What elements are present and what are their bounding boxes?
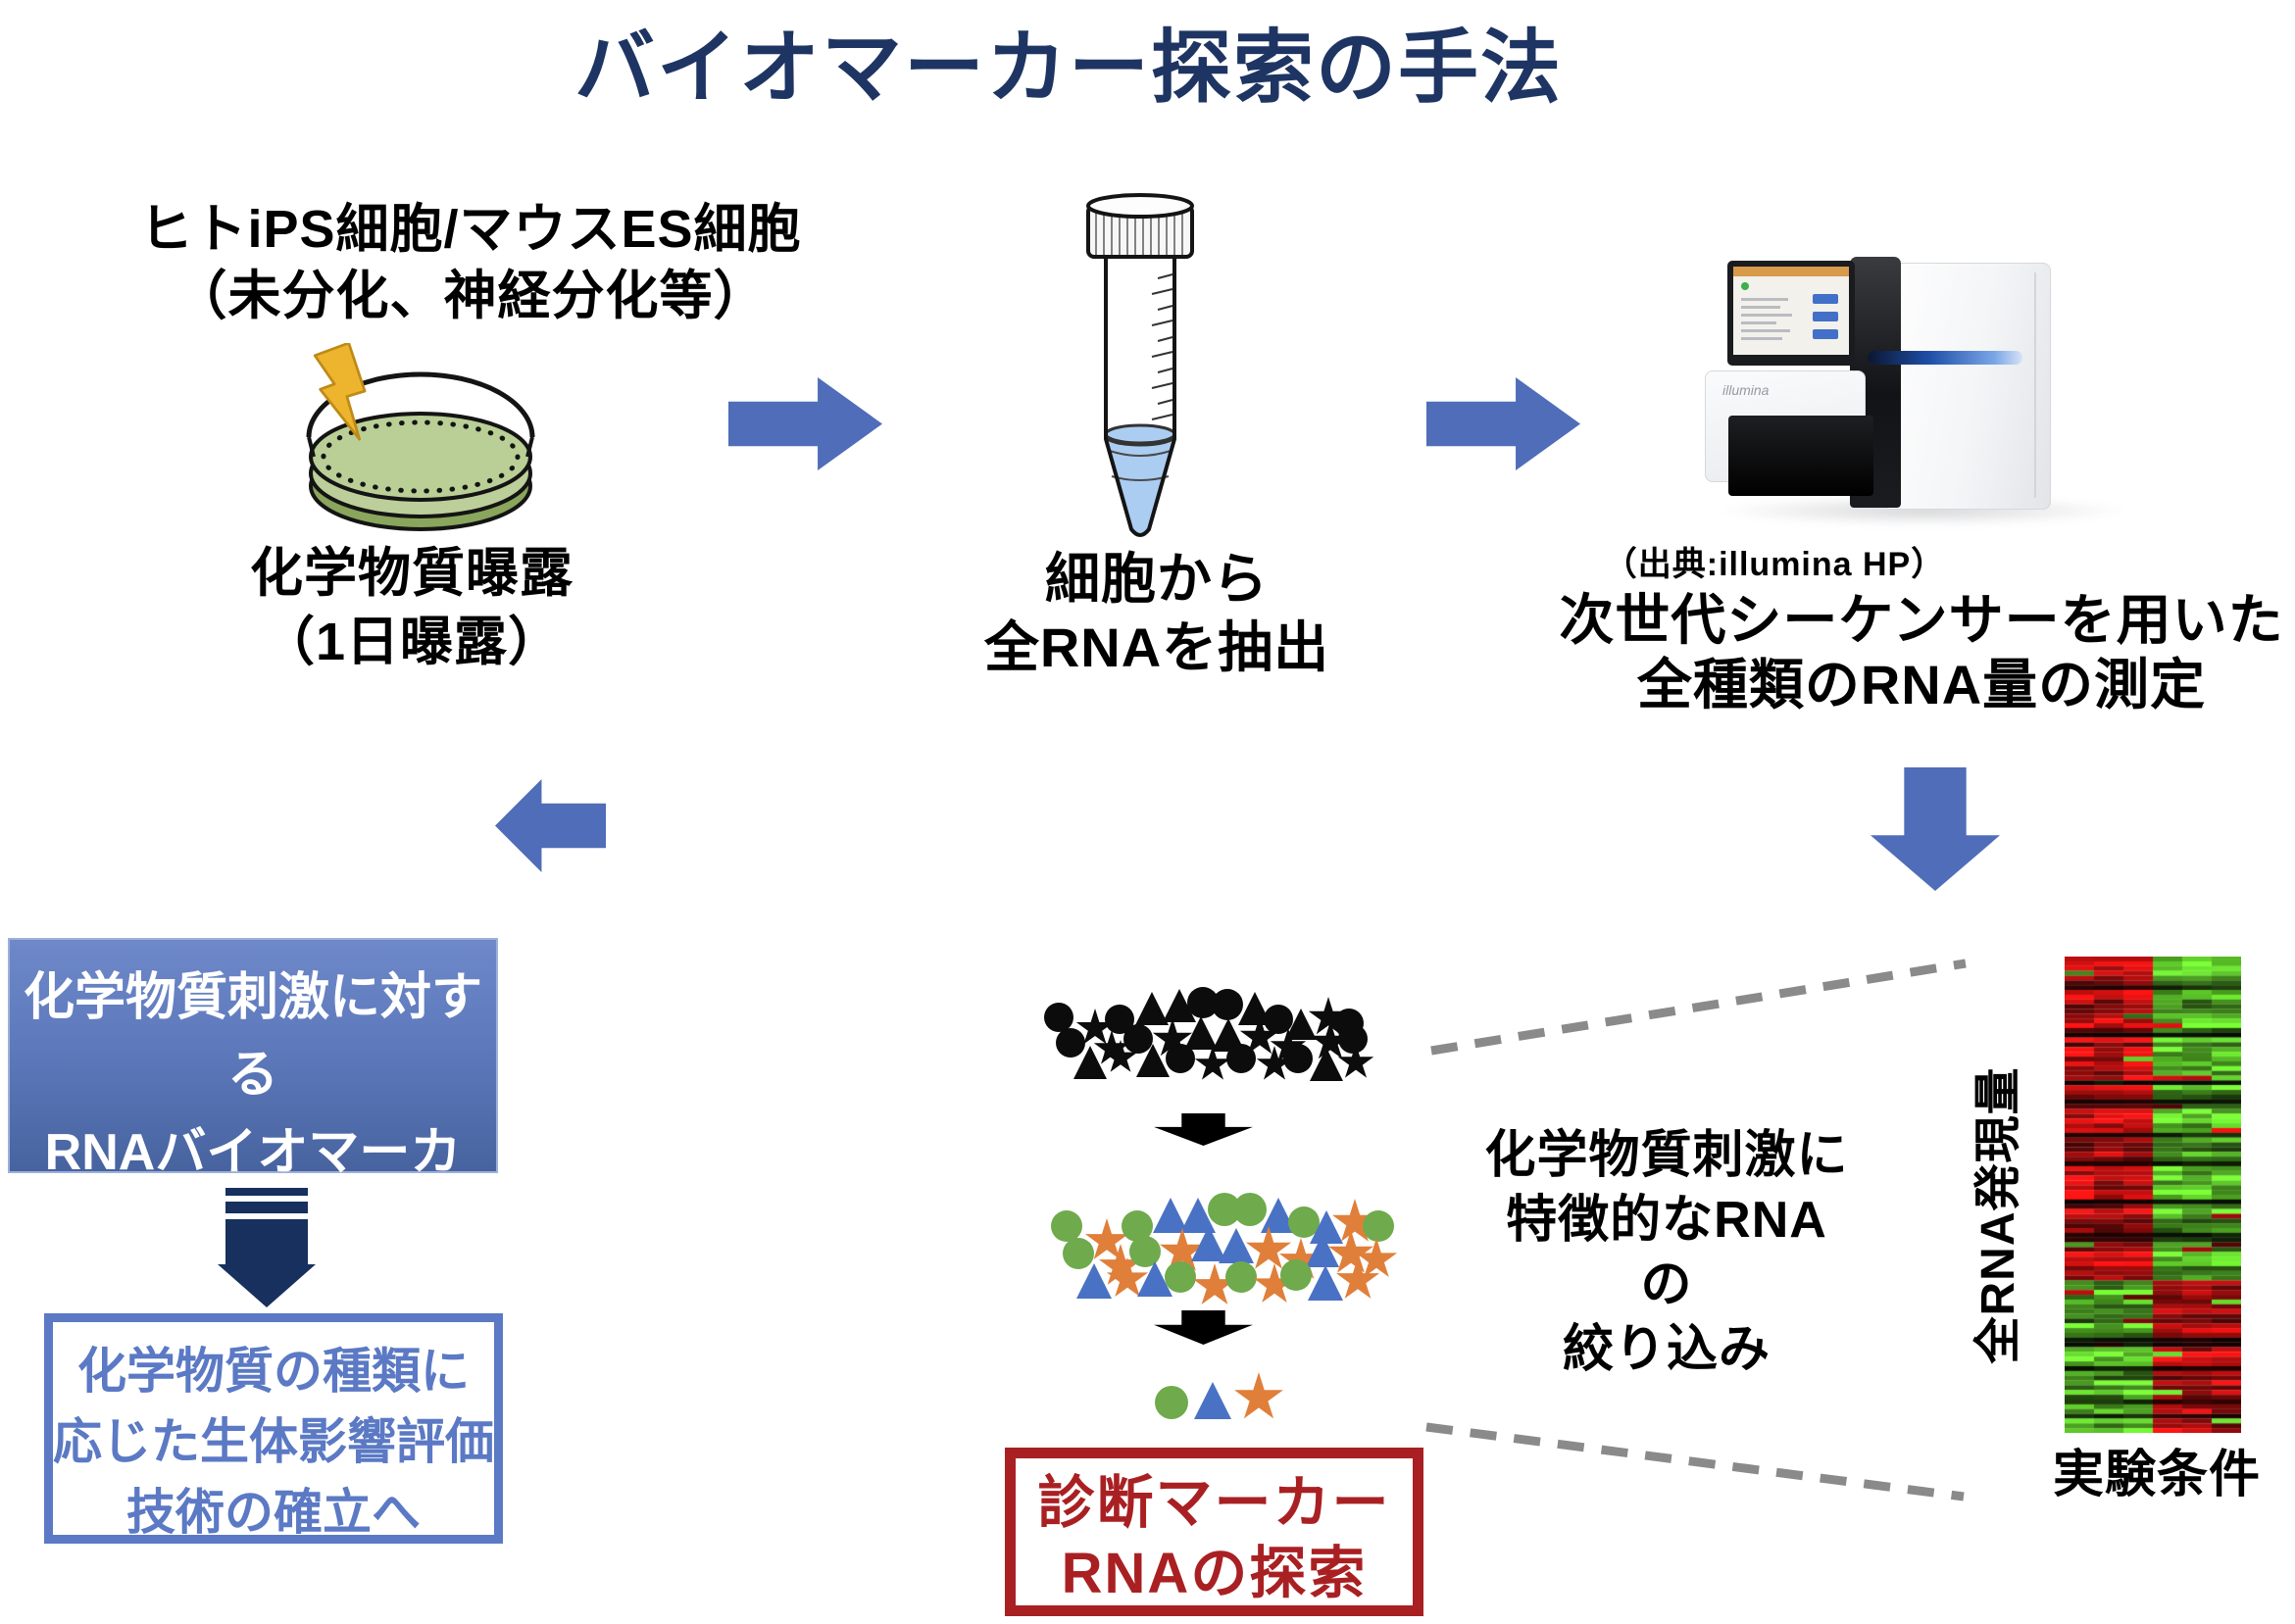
- green-circle-shape: [1165, 1261, 1196, 1293]
- flow-arrow-right-2: [1426, 377, 1580, 470]
- striped-arrow-bar2: [225, 1202, 308, 1213]
- petri-dish-illustration: [306, 371, 535, 531]
- sequencer-blue-bar: [1868, 351, 2022, 365]
- sequencer-illustration: illumina: [1703, 204, 2154, 537]
- sequencer-cabinet-seam: [2034, 272, 2036, 498]
- green-circle-shape: [1155, 1386, 1188, 1419]
- sequencer-screen-status-dot: [1741, 282, 1749, 290]
- black-circle-shape: [1044, 1003, 1073, 1032]
- green-circle-shape: [1363, 1210, 1394, 1242]
- black-circle-shape: [1226, 1044, 1256, 1073]
- striped-arrow-down: [218, 1188, 316, 1307]
- filtering-line2: 特徴的なRNA: [1506, 1192, 1827, 1249]
- green-circle-shape: [1051, 1210, 1082, 1242]
- screen-text-line: [1741, 314, 1792, 317]
- goal-line3: 技術の確立へ: [126, 1485, 421, 1540]
- screen-button: [1813, 294, 1838, 304]
- sequencer-screen: [1733, 267, 1849, 355]
- cells-label-line1: ヒトiPS細胞/マウスES細胞: [139, 200, 802, 259]
- screen-text-line: [1741, 306, 1780, 309]
- sequencer-cabinet: [1882, 263, 2051, 510]
- sequencer-screen-titlebar: [1733, 267, 1849, 276]
- goal-box: 化学物質の種類に 応じた生体影響評価 技術の確立へ: [44, 1313, 503, 1544]
- sequencer-credit: （出典:illumina HP）: [1603, 546, 1946, 583]
- chemical-exposure-line2: （1日曝露）: [261, 613, 563, 671]
- filtering-line4: 絞り込み: [1562, 1321, 1771, 1378]
- green-circle-shape: [1280, 1259, 1312, 1291]
- orange-star-shape: [1234, 1372, 1283, 1419]
- diagnostic-marker-line2: RNAの探索: [1061, 1542, 1368, 1605]
- page-title: バイオマーカー探索の手法: [574, 24, 1563, 113]
- sequencer-caption-line1: 次世代シーケンサーを用いた: [1559, 589, 2284, 651]
- rna-cluster-characteristic: [1039, 1189, 1398, 1304]
- goal-line1: 化学物質の種類に: [77, 1344, 470, 1399]
- lightning-bolt-icon: [313, 343, 367, 441]
- rna-extract-line1: 細胞から: [1045, 548, 1269, 610]
- rna-cluster-markers: [1149, 1370, 1286, 1425]
- black-circle-shape: [1212, 989, 1243, 1020]
- green-circle-shape: [1225, 1261, 1257, 1293]
- diagnostic-marker-box: 診断マーカー RNAの探索: [1005, 1448, 1423, 1616]
- screen-text-line: [1741, 337, 1782, 340]
- sequencer-brand-label: illumina: [1722, 382, 1770, 398]
- filter-arrow-down-1: [1154, 1113, 1253, 1146]
- centrifuge-tube-illustration: [1086, 193, 1194, 537]
- cells-label: ヒトiPS細胞/マウスES細胞 （未分化、神経分化等）: [88, 196, 853, 329]
- black-circle-shape: [1283, 1044, 1313, 1073]
- striped-arrow-shaft: [225, 1219, 308, 1264]
- flow-arrow-down: [1871, 767, 2000, 891]
- diagnostic-marker-line1: 診断マーカー: [1037, 1471, 1391, 1535]
- heatmap-x-axis-label: 実験条件: [2052, 1447, 2261, 1503]
- green-circle-shape: [1288, 1206, 1320, 1238]
- rna-cluster-all: [1034, 983, 1374, 1081]
- rna-extract-caption: 細胞から 全RNAを抽出: [912, 545, 1402, 682]
- screen-button: [1813, 329, 1838, 339]
- heatmap-y-axis-label: 全RNA発現量: [1972, 1066, 2024, 1364]
- rna-expression-heatmap: [2065, 957, 2241, 1433]
- sequencer-drawer: [1728, 416, 1873, 496]
- filter-arrow-down-2: [1154, 1310, 1253, 1345]
- sequencer-caption-line2: 全種類のRNA量の測定: [1636, 654, 2207, 715]
- rna-biomarker-database-box: 化学物質刺激に対する RNAバイオマーカー・ データーベース: [8, 938, 498, 1336]
- blue-triangle-shape: [1194, 1382, 1231, 1419]
- screen-text-line: [1741, 298, 1788, 301]
- black-circle-shape: [1056, 1028, 1085, 1058]
- rna-extract-line2: 全RNAを抽出: [983, 616, 1330, 678]
- blue-triangle-shape: [1219, 1228, 1254, 1263]
- green-circle-shape: [1063, 1238, 1094, 1269]
- screen-text-line: [1741, 321, 1776, 324]
- black-circle-shape: [1338, 1024, 1368, 1054]
- flow-arrow-right-1: [728, 377, 882, 470]
- chemical-exposure-caption: 化学物質曝露 （1日曝露）: [176, 539, 647, 676]
- cells-label-line2: （未分化、神経分化等）: [174, 267, 768, 325]
- blue-triangle-shape: [1153, 1198, 1188, 1233]
- goal-line2: 応じた生体影響評価: [53, 1414, 494, 1469]
- green-circle-shape: [1233, 1193, 1267, 1226]
- screen-text-line: [1741, 329, 1790, 332]
- black-circle-shape: [1264, 1005, 1293, 1034]
- screen-button: [1813, 312, 1838, 321]
- blue-triangle-shape: [1308, 1265, 1343, 1301]
- striped-arrow-bar1: [225, 1188, 308, 1196]
- black-circle-shape: [1123, 1024, 1153, 1054]
- flow-arrow-left: [495, 779, 606, 872]
- green-circle-shape: [1129, 1236, 1161, 1267]
- database-line1: 化学物質刺激に対する: [23, 969, 482, 1104]
- black-triangle-shape: [1135, 992, 1169, 1025]
- black-circle-shape: [1166, 1044, 1195, 1073]
- striped-arrow-head: [218, 1264, 316, 1307]
- filtering-line1: 化学物質刺激に: [1484, 1127, 1849, 1184]
- filtering-line3: の: [1640, 1256, 1693, 1313]
- chemical-exposure-line1: 化学物質曝露: [250, 544, 574, 603]
- sequencer-caption: 次世代シーケンサーを用いた 全種類のRNA量の測定: [1539, 588, 2295, 717]
- filtering-caption: 化学物質刺激に 特徴的なRNA の 絞り込み: [1451, 1123, 1882, 1382]
